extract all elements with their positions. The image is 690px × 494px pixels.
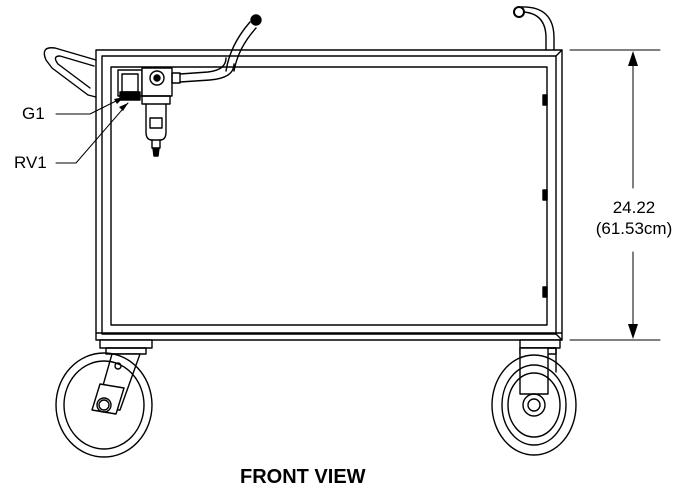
dimension-metric: (61.53cm) xyxy=(595,219,673,238)
height-dimension xyxy=(569,49,661,341)
air-hose-right xyxy=(513,6,555,51)
air-hose-left xyxy=(225,14,262,72)
filter-regulator-assembly xyxy=(117,57,235,157)
dimension-label: 24.22 (61.53cm) xyxy=(584,197,684,239)
callout-rv1: RV1 xyxy=(14,153,47,172)
right-caster xyxy=(491,339,577,456)
push-handle xyxy=(43,47,97,98)
dimension-imperial: 24.22 xyxy=(612,198,656,217)
cart-cabinet xyxy=(95,49,563,341)
view-title: FRONT VIEW xyxy=(240,466,366,488)
rv1-leader xyxy=(55,102,129,164)
g1-leader xyxy=(55,96,125,115)
left-caster xyxy=(55,339,153,458)
callout-g1: G1 xyxy=(22,104,45,123)
